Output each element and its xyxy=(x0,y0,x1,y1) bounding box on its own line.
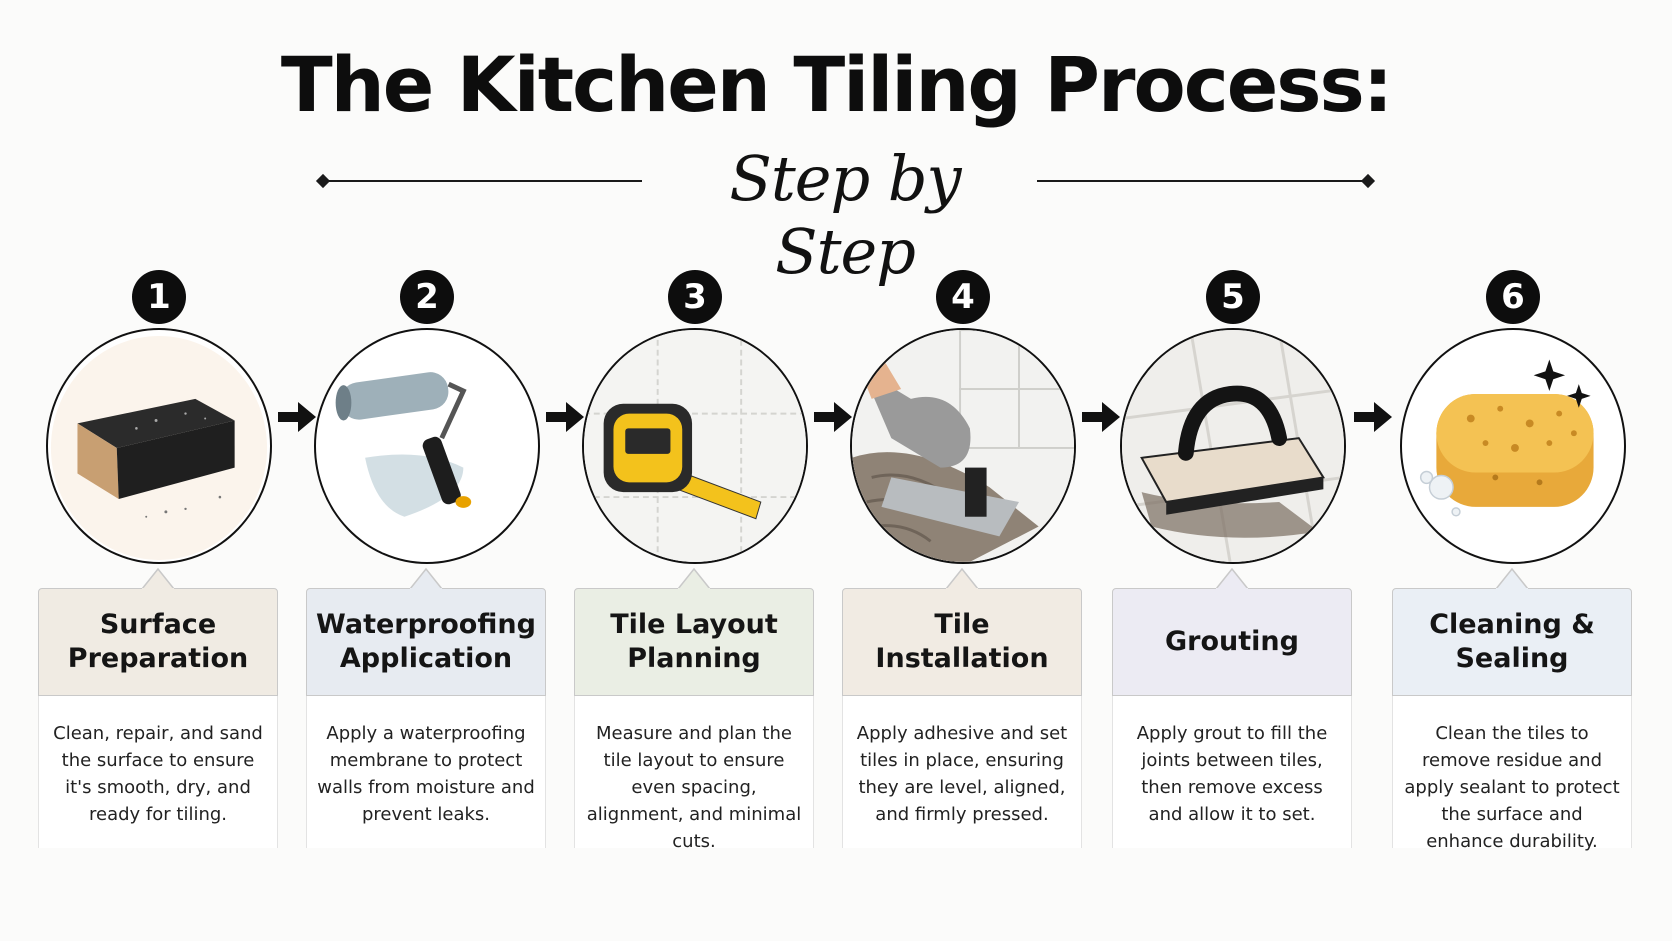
step-description: Measure and plan the tile layout to ensu… xyxy=(574,696,814,852)
arrow-right-icon xyxy=(814,402,852,432)
step-number: 6 xyxy=(1486,270,1540,324)
step-description: Clean the tiles to remove residue and ap… xyxy=(1392,696,1632,852)
paint-roller-icon xyxy=(335,372,472,517)
step-1: 1 Surface Preparation Clean, repair, and… xyxy=(38,270,278,870)
arrow-right-icon xyxy=(546,402,584,432)
tape-measure-icon xyxy=(584,330,806,562)
step-title: Tile Layout Planning xyxy=(574,588,814,696)
step-description: Apply adhesive and set tiles in place, e… xyxy=(842,696,1082,848)
step-4: 4 Tile Installation Apply adhesive and s… xyxy=(842,270,1082,870)
step-number: 1 xyxy=(132,270,186,324)
step-card: Tile Installation Apply adhesive and set… xyxy=(842,567,1082,848)
step-2: 2 Waterproofing Application Apply a wate… xyxy=(306,270,546,870)
step-card: Grouting Apply grout to fill the joints … xyxy=(1112,567,1352,848)
step-description: Apply grout to fill the joints between t… xyxy=(1112,696,1352,848)
step-illustration xyxy=(1120,328,1346,564)
card-notch xyxy=(946,567,978,592)
arrow-right-icon xyxy=(278,402,316,432)
card-notch xyxy=(142,567,174,592)
page-subtitle: Step by Step xyxy=(729,142,961,288)
step-title: Surface Preparation xyxy=(38,588,278,696)
card-notch xyxy=(1216,567,1248,592)
step-illustration xyxy=(582,328,808,564)
step-card: Tile Layout Planning Measure and plan th… xyxy=(574,567,814,852)
step-title: Cleaning & Sealing xyxy=(1392,588,1632,696)
page-title: The Kitchen Tiling Process: xyxy=(280,40,1393,129)
gloved-hand-trowel-icon xyxy=(852,330,1074,562)
step-illustration xyxy=(1400,328,1626,564)
step-title: Grouting xyxy=(1112,588,1352,696)
grout-float-icon xyxy=(1122,330,1344,562)
step-title: Waterproofing Application xyxy=(306,588,546,696)
step-number: 2 xyxy=(400,270,454,324)
step-description: Apply a waterproofing membrane to protec… xyxy=(306,696,546,848)
step-card: Cleaning & Sealing Clean the tiles to re… xyxy=(1392,567,1632,852)
sanding-block-icon xyxy=(50,335,268,560)
step-3: 3 Tile Layout Planning Measure and plan … xyxy=(574,270,814,870)
step-description: Clean, repair, and sand the surface to e… xyxy=(38,696,278,848)
card-notch xyxy=(410,567,442,592)
card-notch xyxy=(1496,567,1528,592)
divider-line-right xyxy=(1037,180,1367,182)
step-card: Waterproofing Application Apply a waterp… xyxy=(306,567,546,848)
arrow-right-icon xyxy=(1354,402,1392,432)
step-illustration xyxy=(314,328,540,564)
step-number: 4 xyxy=(936,270,990,324)
sponge-icon xyxy=(1419,359,1594,517)
step-illustration xyxy=(850,328,1076,564)
divider-diamond-right xyxy=(1360,173,1376,189)
subtitle-row: Step by Step xyxy=(0,142,1672,288)
step-illustration xyxy=(46,328,272,564)
step-title: Tile Installation xyxy=(842,588,1082,696)
step-number: 5 xyxy=(1206,270,1260,324)
card-notch xyxy=(678,567,710,592)
step-number: 3 xyxy=(668,270,722,324)
divider-line-left xyxy=(324,180,642,182)
step-6: 6 Cleaning & Sealing Clean the tiles to … xyxy=(1392,270,1632,870)
arrow-right-icon xyxy=(1082,402,1120,432)
step-card: Surface Preparation Clean, repair, and s… xyxy=(38,567,278,848)
step-5: 5 Grouting Apply grout to fill the joint… xyxy=(1112,270,1352,870)
